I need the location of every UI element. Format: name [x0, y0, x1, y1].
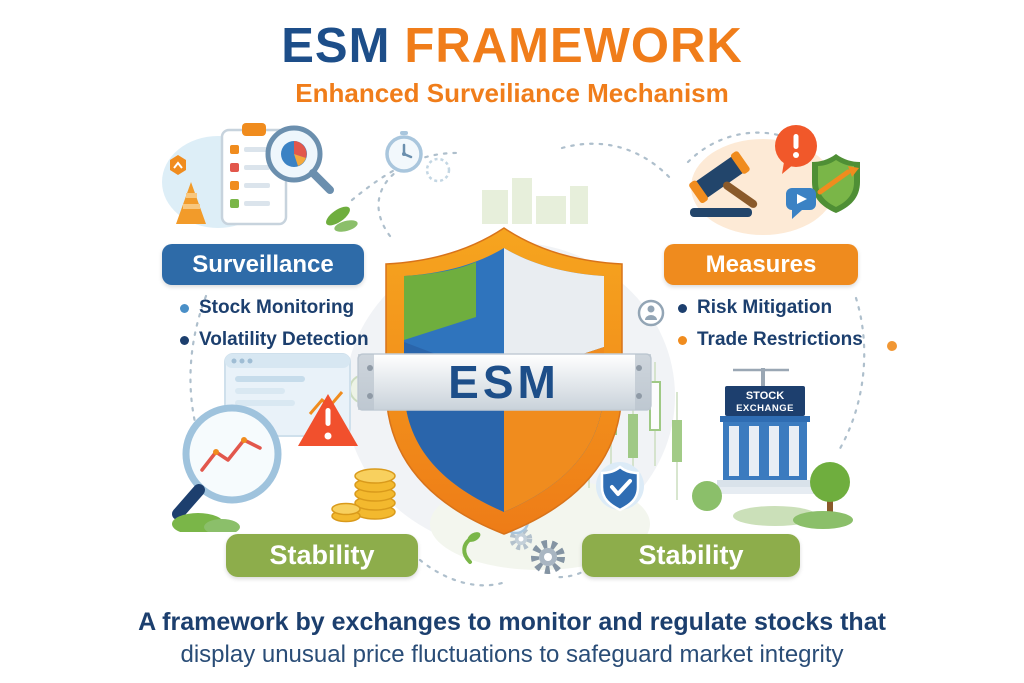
cone-icon — [176, 182, 206, 224]
list-item-label: Risk Mitigation — [697, 297, 833, 318]
stock-exchange-building-icon: STOCK EXCHANGE — [711, 368, 819, 494]
footer-description-line2: display unusual price fluctuations to sa… — [180, 641, 844, 668]
shield-ribbon: ESM — [357, 353, 652, 411]
list-item-label: Volatility Detection — [199, 329, 369, 350]
shield-arrow-icon — [812, 154, 860, 213]
list-item: Stock Monitoring — [180, 297, 369, 319]
dashed-connectors — [189, 131, 866, 587]
magnifier-pie-icon — [265, 125, 334, 194]
check-shield-icon — [596, 462, 644, 512]
gavel-icon — [689, 151, 758, 217]
city-silhouette — [482, 178, 588, 224]
clock-icon — [385, 131, 423, 173]
stability-left-pill: Stability — [226, 534, 418, 577]
list-item: Trade Restrictions — [678, 329, 863, 351]
list-item-label: Stock Monitoring — [199, 297, 355, 318]
warning-triangle-icon — [298, 394, 358, 446]
esm-shield: ESM — [357, 227, 652, 535]
list-item: Volatility Detection — [180, 329, 369, 351]
building-sign-line1: STOCK — [746, 390, 784, 402]
small-gear-icon — [509, 527, 533, 551]
measures-illustration — [689, 125, 860, 235]
title-framework: FRAMEWORK — [404, 19, 743, 73]
bush-icon — [172, 513, 240, 532]
bullet-dot — [678, 335, 687, 345]
stability-left-illustration — [172, 353, 396, 532]
footer-description-line1: A framework by exchanges to monitor and … — [138, 608, 886, 636]
list-item: Risk Mitigation — [678, 297, 863, 319]
measures-list: Risk Mitigation Trade Restrictions — [678, 297, 863, 351]
tree-icon — [692, 462, 853, 529]
hexagon-badge-icon — [170, 155, 186, 175]
leaves-icon — [326, 206, 358, 232]
title-esm: ESM — [281, 19, 391, 73]
orange-dot — [887, 341, 897, 351]
bullet-dot — [678, 303, 687, 313]
bullet-dot — [180, 303, 189, 313]
stability-right-illustration: STOCK EXCHANGE — [584, 362, 853, 529]
coin-stack-icon — [331, 468, 396, 523]
page-subtitle: Enhanced Surveiliance Mechanism — [295, 78, 729, 108]
shield-ribbon-label: ESM — [448, 356, 560, 408]
alert-bubble-icon — [775, 125, 817, 174]
list-item-label: Trade Restrictions — [697, 329, 863, 350]
clock-secondary-icon — [425, 157, 451, 183]
person-badge-icon — [637, 299, 665, 327]
measures-pill: Measures — [664, 244, 858, 285]
building-sign-line2: EXCHANGE — [736, 403, 794, 414]
gears-icon — [531, 540, 565, 574]
surveillance-list: Stock Monitoring Volatility Detection — [180, 297, 369, 351]
sprout-icon — [462, 532, 481, 564]
stability-right-pill: Stability — [582, 534, 800, 577]
surveillance-illustration — [162, 123, 358, 232]
surveillance-pill: Surveillance — [162, 244, 364, 285]
chat-play-icon — [786, 188, 816, 219]
chart-magnifier-icon — [172, 404, 282, 520]
bullet-dot — [180, 335, 189, 345]
